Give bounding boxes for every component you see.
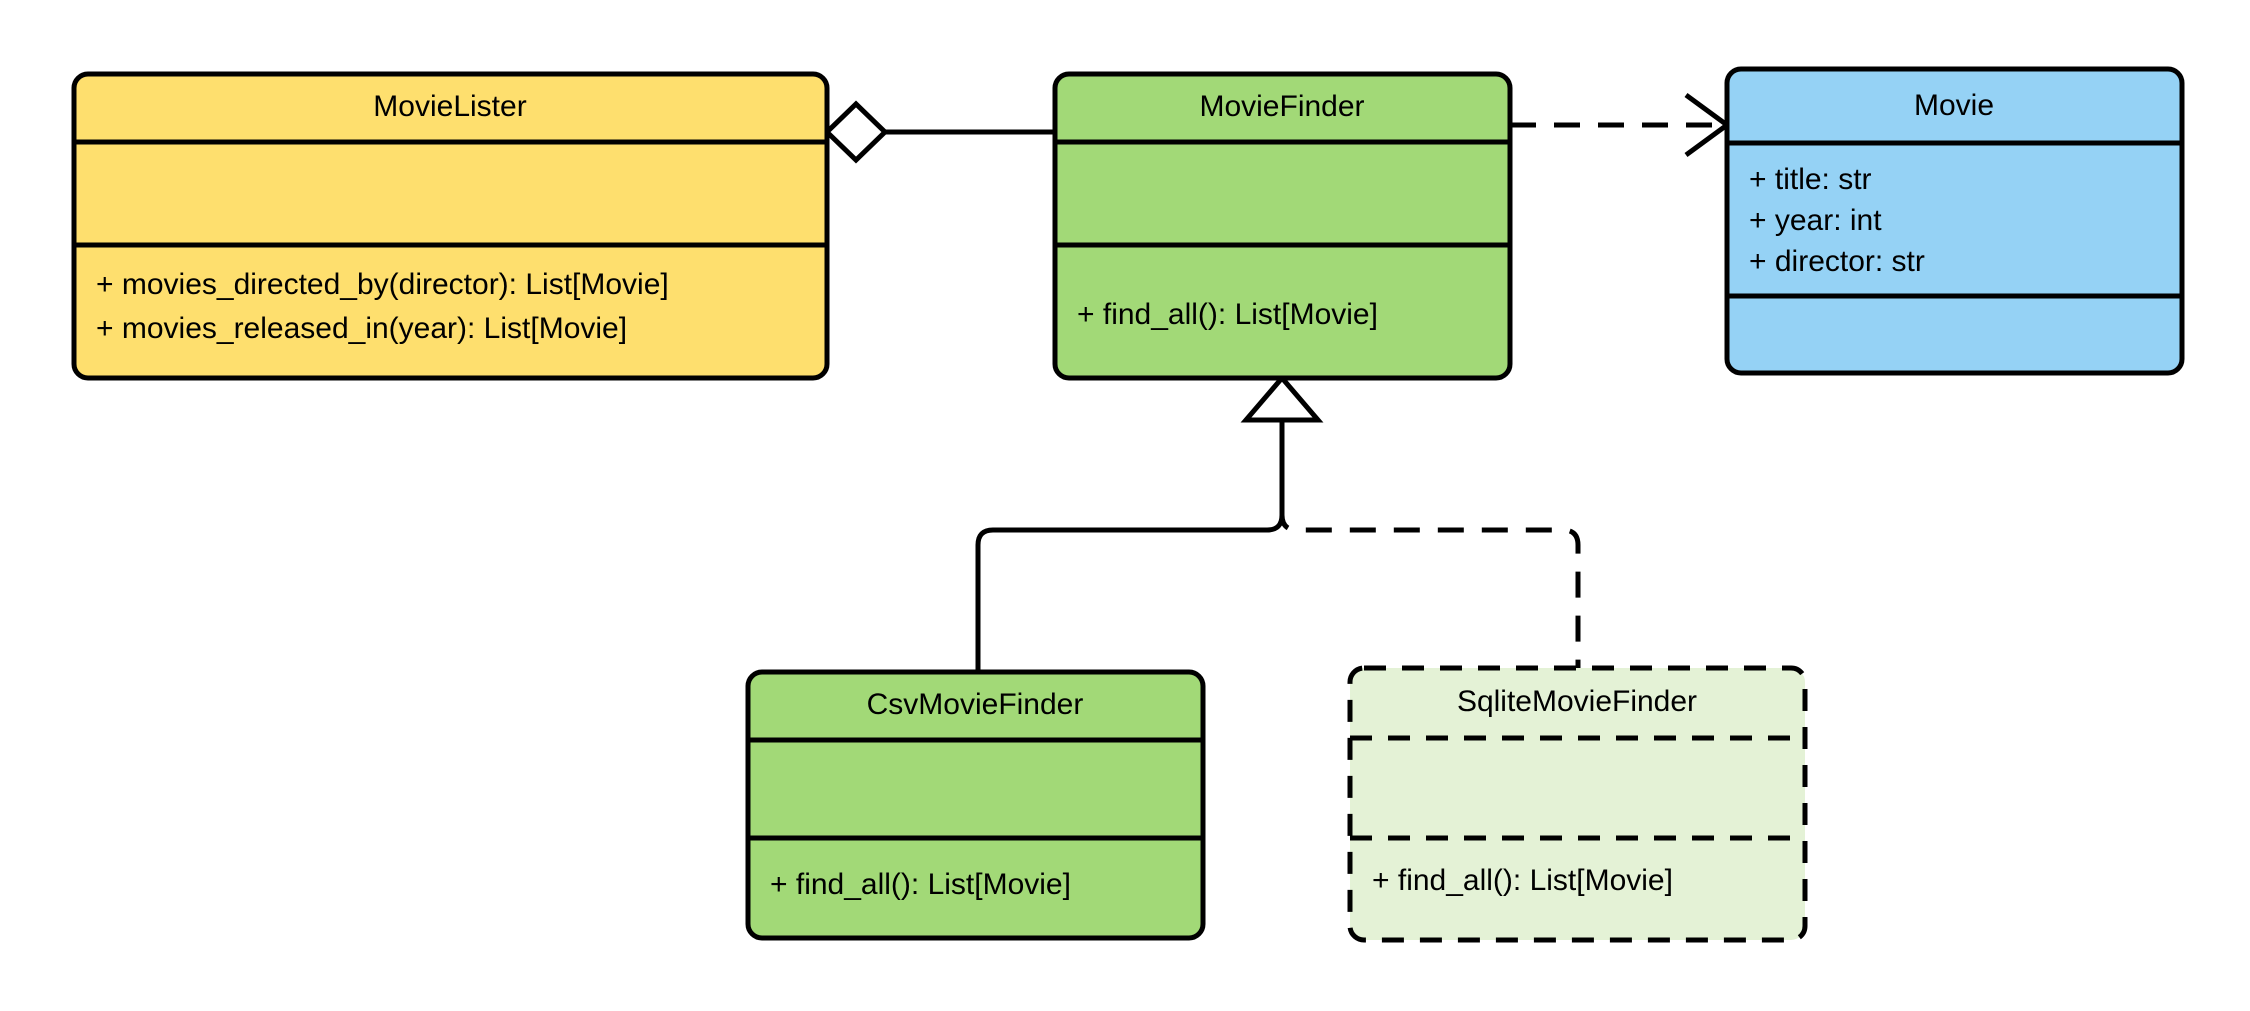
class-box-movie-lister[interactable]: MovieLister + movies_directed_by(directo… [71,71,830,381]
movie-lister-method-1: + movies_released_in(year): List[Movie] [96,312,627,345]
movie-finder-title: MovieFinder [1199,90,1364,123]
movie-attribute-1: + year: int [1749,204,1882,237]
csv-movie-finder-method-0: + find_all(): List[Movie] [770,868,1071,901]
csv-movie-finder-title: CsvMovieFinder [867,688,1084,721]
class-box-csv-movie-finder[interactable]: CsvMovieFinder + find_all(): List[Movie] [745,669,1206,941]
movie-lister-title: MovieLister [373,90,526,123]
movie-lister-method-0: + movies_directed_by(director): List[Mov… [96,268,669,301]
movie-lister-frame [71,71,830,381]
sqlite-movie-finder-frame [1347,665,1808,943]
movie-attribute-2: + director: str [1749,245,1925,278]
sqlite-movie-finder-title: SqliteMovieFinder [1457,685,1697,718]
hollow-triangle-icon [1240,374,1324,423]
edge-aggregation-lister-finder[interactable] [823,100,1055,164]
class-box-movie-finder[interactable]: MovieFinder + find_all(): List[Movie] [1052,71,1513,381]
realization-line-sqlite [1279,416,1581,668]
edge-dependency-finder-movie[interactable] [1510,92,1732,158]
edge-realization-sqlite-finder[interactable] [1279,416,1581,668]
sqlite-movie-finder-method-0: + find_all(): List[Movie] [1372,864,1673,897]
hollow-diamond-icon [823,100,889,164]
class-box-sqlite-movie-finder[interactable]: SqliteMovieFinder + find_all(): List[Mov… [1347,665,1808,943]
movie-finder-frame [1052,71,1513,381]
edge-generalization-csv-finder[interactable] [975,416,1285,672]
movie-title: Movie [1914,89,1994,122]
class-box-movie[interactable]: Movie + title: str + year: int + directo… [1724,66,2185,376]
movie-finder-method-0: + find_all(): List[Movie] [1077,298,1378,331]
movie-attribute-0: + title: str [1749,163,1872,196]
generalization-line-csv [975,416,1285,672]
